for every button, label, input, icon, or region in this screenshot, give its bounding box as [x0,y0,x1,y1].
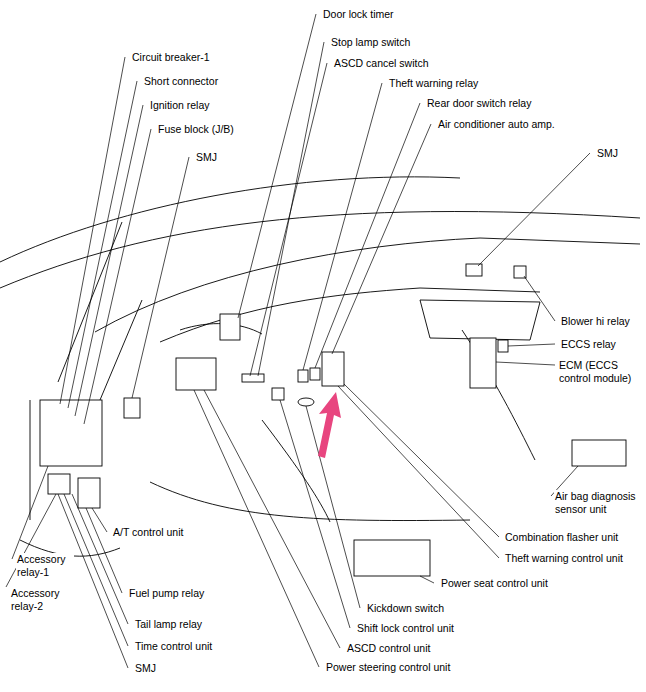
part-label: SMJ [596,147,619,160]
leader-line [420,576,434,583]
part-label: ECCS relay [560,338,617,351]
timer-box [220,314,240,340]
leader-line [92,508,107,532]
part-label: Fuel pump relay [128,587,205,600]
dash-edge [160,288,540,342]
leader-line [508,344,555,346]
part-label: ASCD cancel switch [333,57,430,70]
fuse-block [40,400,102,466]
power-seat-unit [354,540,430,576]
leader-line [250,63,327,376]
roof-line [0,177,460,262]
relay-box [48,474,70,494]
leader-line [496,362,555,365]
leader-line [75,105,143,416]
switch [242,374,264,382]
relay-box [498,340,508,352]
part-label: Air bag diagnosis sensor unit [554,490,642,516]
leader-line [332,124,431,354]
leader-line [72,494,128,624]
part-label: Theft warning relay [388,77,479,90]
relay-box [298,370,308,382]
part-label: Short connector [143,75,219,88]
leader-line [58,494,128,668]
smj-connector [466,264,482,276]
part-label: Power seat control unit [440,577,549,590]
relay-box [78,478,100,508]
part-label: A/T control unit [112,526,184,539]
leader-line [280,400,350,628]
right-panel [462,330,535,460]
part-label: SMJ [195,151,218,164]
dashboard-outline [0,177,640,556]
pointer-arrow [318,392,341,458]
part-label: ASCD control unit [346,642,431,655]
part-label: Power steering control unit [325,661,451,674]
relay-box [310,368,320,380]
leader-line [338,386,499,558]
part-label: Tail lamp relay [134,618,203,631]
part-label: Time control unit [134,640,213,653]
relay-box [124,398,140,418]
part-label: Ignition relay [149,99,211,112]
leader-line [12,466,48,559]
part-label: Circuit breaker-1 [131,51,211,64]
part-label: Fuse block (J/B) [157,123,235,136]
part-label: Rear door switch relay [426,97,532,110]
part-label: Air conditioner auto amp. [437,118,556,131]
part-label: Blower hi relay [560,315,631,328]
leader-line [478,153,590,266]
components [40,264,626,576]
leader-lines [6,14,590,668]
control-unit [176,358,216,390]
switch [298,398,314,406]
dash-top [95,238,640,332]
control-unit [322,352,344,386]
leader-line [86,508,122,593]
part-label: Accessory relay-1 [16,553,74,579]
airbag-unit [572,440,626,466]
leader-line [204,390,340,648]
ecm-box [470,338,496,388]
part-label: Stop lamp switch [330,36,411,49]
pointer-arrow [318,392,341,458]
part-label: SMJ [134,662,157,675]
part-label: Theft warning control unit [504,552,624,565]
leader-line [303,83,382,370]
glovebox [420,300,540,340]
part-label: Shift lock control unit [356,622,455,635]
leader-line [84,129,151,424]
leader-line [238,14,316,318]
part-label: Door lock timer [322,8,395,21]
part-label: ECM (ECCS control module) [558,359,642,385]
leader-line [524,276,555,321]
leader-line [306,406,360,608]
leader-line [315,103,420,368]
part-label: Kickdown switch [366,602,445,615]
leader-line [344,384,499,537]
part-label: Combination flasher unit [504,531,619,544]
a-pillar-inner [100,300,142,400]
floor-line [150,482,470,521]
leader-line [194,390,319,667]
switch [272,388,284,400]
part-label: Accessory relay-2 [10,587,68,613]
leader-line [132,157,189,398]
console [262,420,330,522]
leader-line [68,81,137,408]
